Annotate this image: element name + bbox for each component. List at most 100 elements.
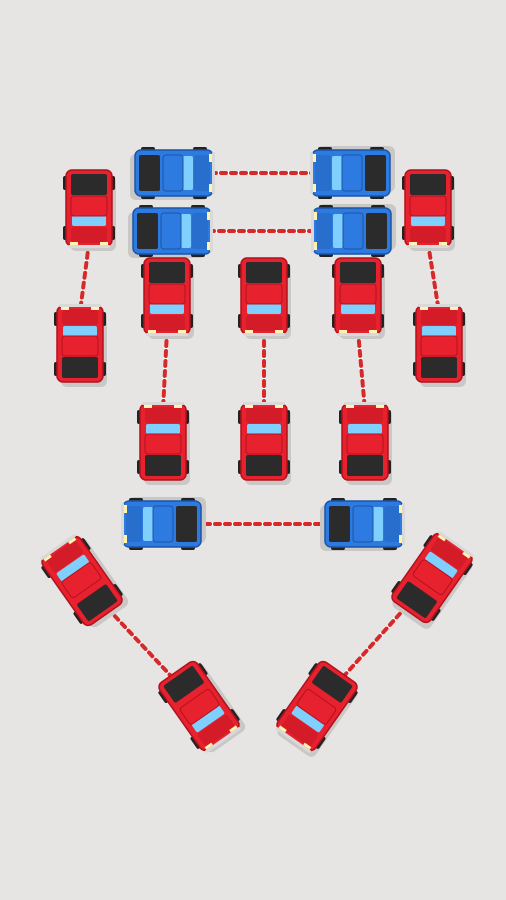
windshield xyxy=(183,156,193,190)
truck-bed xyxy=(246,455,282,476)
red-pickup-truck[interactable] xyxy=(137,402,190,485)
truck-bed xyxy=(77,584,118,621)
headlight xyxy=(450,307,458,310)
bumper xyxy=(311,210,314,252)
headlight xyxy=(245,405,253,408)
headlight xyxy=(420,307,428,310)
headlight xyxy=(204,742,213,750)
hood xyxy=(315,155,331,191)
truck-bed xyxy=(163,666,204,703)
truck-bed xyxy=(176,506,197,542)
red-pickup-truck[interactable] xyxy=(413,304,466,387)
headlight xyxy=(174,405,182,408)
red-pickup-truck[interactable] xyxy=(141,257,194,339)
hood xyxy=(71,227,107,243)
bumper xyxy=(344,402,386,405)
cabin-roof xyxy=(245,283,283,305)
headlight xyxy=(346,405,354,408)
headlight xyxy=(91,307,99,310)
cabin-roof xyxy=(148,283,186,305)
hood xyxy=(384,506,400,542)
tow-rope-stripes xyxy=(426,241,441,314)
windshield xyxy=(192,706,225,733)
headlight xyxy=(275,405,283,408)
cabin-roof xyxy=(160,212,182,250)
red-pickup-truck[interactable] xyxy=(384,528,478,631)
tow-rope xyxy=(426,241,441,314)
cabin-roof xyxy=(409,195,447,217)
headlight xyxy=(229,725,238,733)
tow-rope-stripes xyxy=(105,606,176,681)
red-pickup-truck[interactable] xyxy=(339,402,392,485)
hood xyxy=(340,315,376,331)
blue-pickup-truck[interactable] xyxy=(128,205,213,258)
hood xyxy=(198,714,235,747)
red-pickup-truck[interactable] xyxy=(238,257,291,339)
truck-bed xyxy=(137,213,158,249)
truck-bed xyxy=(396,581,437,618)
tow-rope xyxy=(78,241,91,314)
headlight xyxy=(207,212,210,220)
red-pickup-truck[interactable] xyxy=(36,530,130,633)
cabin-roof xyxy=(341,154,363,192)
hood xyxy=(46,540,83,573)
headlight xyxy=(100,242,108,245)
bumper xyxy=(210,210,213,252)
hood xyxy=(246,315,282,331)
truck-bed xyxy=(365,155,386,191)
blue-pickup-truck[interactable] xyxy=(320,498,405,551)
blue-pickup-truck[interactable] xyxy=(311,204,396,257)
headlight xyxy=(314,212,317,220)
truck-bed xyxy=(139,155,160,191)
hood xyxy=(126,506,142,542)
blue-pickup-truck[interactable] xyxy=(310,146,395,199)
red-pickup-truck[interactable] xyxy=(154,657,247,759)
cabin-roof xyxy=(179,688,220,725)
cabin-roof xyxy=(420,335,458,357)
truck-bed xyxy=(421,357,457,378)
hood xyxy=(316,213,332,249)
headlight xyxy=(209,184,212,192)
tow-rope xyxy=(356,329,367,412)
blue-pickup-truck[interactable] xyxy=(130,147,215,200)
headlight xyxy=(245,330,253,333)
red-pickup-truck[interactable] xyxy=(269,658,362,760)
cabin-roof xyxy=(412,559,453,596)
headlight xyxy=(439,242,447,245)
windshield xyxy=(348,424,382,434)
windshield xyxy=(333,214,343,248)
headlight xyxy=(278,725,287,733)
blue-pickup-truck[interactable] xyxy=(121,497,206,550)
bumper xyxy=(275,727,311,753)
bumper xyxy=(205,727,241,753)
truck-bed xyxy=(312,666,353,703)
red-pickup-truck[interactable] xyxy=(332,257,385,339)
windshield xyxy=(143,507,153,541)
hood xyxy=(431,537,468,570)
truck-bed xyxy=(347,455,383,476)
bumper xyxy=(146,333,188,336)
headlight xyxy=(303,742,312,750)
bumper xyxy=(212,152,215,194)
cabin-roof xyxy=(245,433,283,455)
windshield xyxy=(181,214,191,248)
red-pickup-truck[interactable] xyxy=(54,304,107,387)
windshield xyxy=(247,304,281,314)
windshield xyxy=(56,554,89,581)
headlight xyxy=(339,330,347,333)
red-pickup-truck[interactable] xyxy=(238,402,291,485)
headlight xyxy=(207,242,210,250)
cabin-roof xyxy=(346,433,384,455)
hood xyxy=(347,407,383,423)
headlight xyxy=(124,535,127,543)
bumper xyxy=(310,152,313,194)
headlight xyxy=(148,330,156,333)
red-pickup-truck[interactable] xyxy=(63,169,116,251)
windshield xyxy=(150,304,184,314)
red-pickup-truck[interactable] xyxy=(402,169,455,251)
hood xyxy=(149,315,185,331)
cabin-roof xyxy=(352,505,374,543)
cabin-roof xyxy=(296,688,337,725)
windshield xyxy=(146,424,180,434)
